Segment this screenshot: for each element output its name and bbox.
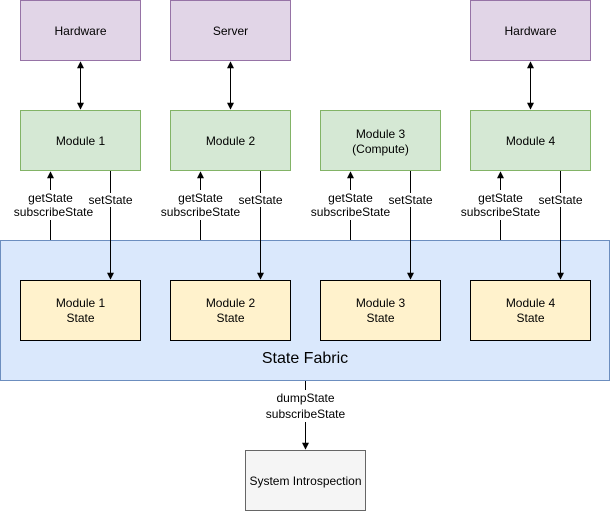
- module-label: Module 2: [206, 134, 256, 148]
- state-label: Module 1: [56, 296, 106, 310]
- module-label: Module 4: [506, 134, 556, 148]
- top-box-label: Hardware: [54, 24, 106, 38]
- module-label: Module 3: [356, 127, 406, 141]
- module-box-1: Module 1: [20, 110, 141, 171]
- state-fabric-title: State Fabric: [262, 350, 348, 367]
- state-label: Module 2: [206, 296, 256, 310]
- top-box-label: Hardware: [504, 24, 556, 38]
- module-box-2: Module 2: [170, 110, 291, 171]
- getstate-label-1: getState: [28, 191, 73, 205]
- top-box-server: Server: [170, 0, 291, 61]
- state-box-2: Module 2 State: [170, 280, 291, 341]
- subscribestate-bottom-label: subscribeState: [266, 407, 346, 421]
- state-sublabel: State: [516, 311, 544, 325]
- subscribestate-label-3: subscribeState: [311, 205, 391, 219]
- getstate-label-4: getState: [478, 191, 523, 205]
- getstate-label-2: getState: [178, 191, 223, 205]
- subscribestate-label-1: subscribeState: [14, 205, 94, 219]
- system-introspection-label: System Introspection: [249, 474, 361, 488]
- top-box-label: Server: [213, 24, 248, 38]
- dumpstate-label: dumpState: [276, 391, 334, 405]
- state-sublabel: State: [216, 311, 244, 325]
- state-label: Module 3: [356, 296, 406, 310]
- setstate-label-4: setState: [538, 193, 582, 207]
- state-box-3: Module 3 State: [320, 280, 441, 341]
- getstate-label-3: getState: [328, 191, 373, 205]
- top-box-hardware-1: Hardware: [20, 0, 141, 61]
- state-box-4: Module 4 State: [470, 280, 591, 341]
- module-box-4: Module 4: [470, 110, 591, 171]
- subscribestate-label-4: subscribeState: [461, 205, 541, 219]
- state-sublabel: State: [366, 311, 394, 325]
- module-box-3: Module 3 (Compute): [320, 110, 441, 171]
- setstate-label-1: setState: [88, 193, 132, 207]
- state-label: Module 4: [506, 296, 556, 310]
- state-sublabel: State: [66, 311, 94, 325]
- setstate-label-3: setState: [388, 193, 432, 207]
- subscribestate-label-2: subscribeState: [161, 205, 241, 219]
- module-label: Module 1: [56, 134, 106, 148]
- system-introspection-box: System Introspection: [245, 450, 366, 511]
- state-box-1: Module 1 State: [20, 280, 141, 341]
- top-box-hardware-2: Hardware: [470, 0, 591, 61]
- setstate-label-2: setState: [238, 193, 282, 207]
- module-sublabel: (Compute): [352, 142, 409, 156]
